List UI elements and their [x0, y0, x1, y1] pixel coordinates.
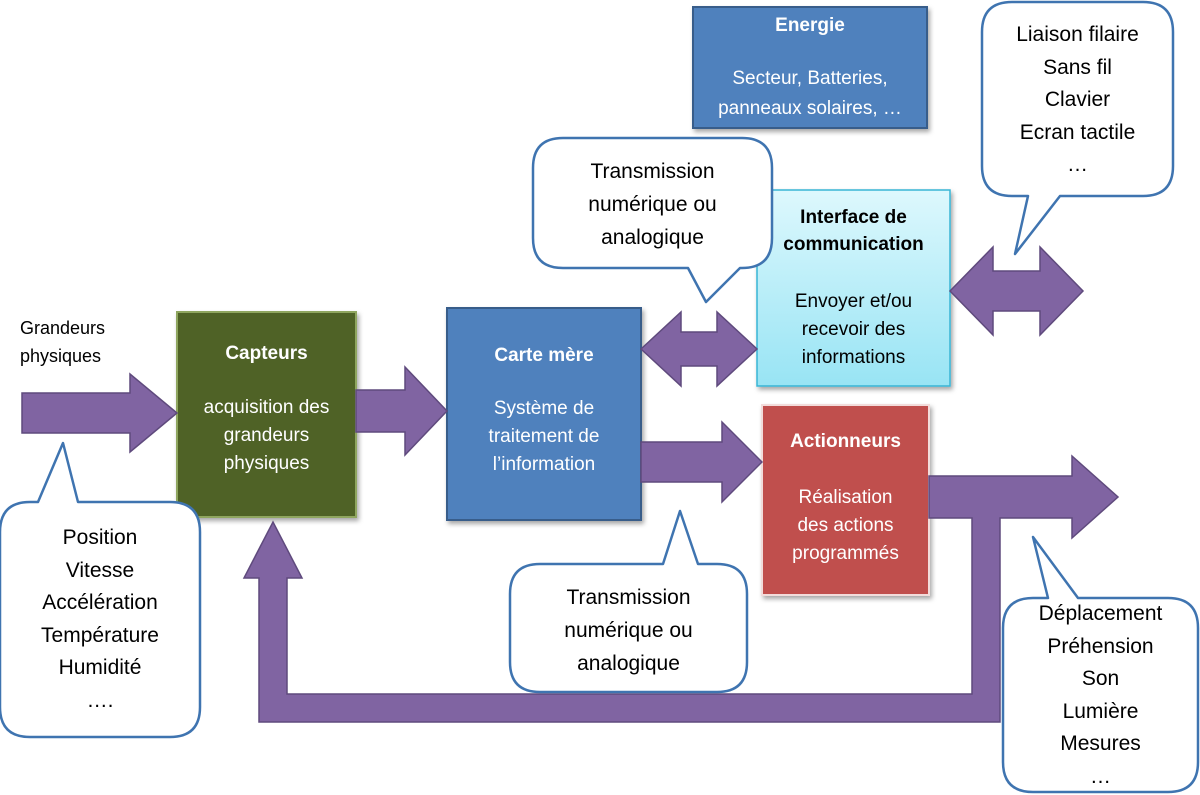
- double-arrow-carte-interface: [639, 310, 759, 388]
- callout-item: …: [1067, 153, 1088, 176]
- callout-item: Température: [41, 623, 159, 647]
- actionneurs-block: [761, 404, 930, 596]
- callout-item: Liaison filaire: [1016, 23, 1139, 46]
- capteurs-block: [176, 311, 357, 518]
- carte-mere-block: [446, 307, 642, 521]
- callout-item: Son: [1081, 667, 1120, 690]
- interface-text: Interface de communication Envoyer et/ou…: [757, 204, 950, 372]
- callout-item: numérique ou: [588, 193, 717, 216]
- input-label: Grandeurs physiques: [20, 318, 106, 366]
- callout-item: Transmission: [566, 586, 691, 609]
- callout-item: ….: [86, 688, 114, 712]
- actions-callout: [1001, 535, 1200, 794]
- transmission-top-text: Transmission numérique ou analogique: [533, 155, 772, 254]
- callout-item: …: [1090, 764, 1111, 788]
- callout-item: Déplacement: [1038, 602, 1163, 625]
- callout-item: Préhension: [1047, 634, 1154, 658]
- callout-item: Sans fil: [1043, 55, 1112, 79]
- callout-item: analogique: [601, 226, 704, 249]
- callout-item: Mesures: [1060, 732, 1141, 755]
- callout-item: Humidité: [58, 656, 142, 679]
- callout-item: Lumière: [1062, 699, 1139, 723]
- callout-item: Accélération: [42, 591, 158, 614]
- energie-block: [692, 6, 928, 129]
- actions-callout-text: Déplacement Préhension Son Lumière Mesur…: [1003, 598, 1198, 793]
- interface-block: [756, 189, 951, 387]
- carte-mere-title: Carte mère: [494, 345, 594, 366]
- energie-title: Energie: [775, 15, 845, 36]
- transmission-top-callout: [531, 136, 774, 304]
- feedback-arrow: [242, 454, 1120, 723]
- input-arrow: [21, 372, 179, 454]
- capteurs-text: Capteurs acquisition des grandeurs physi…: [177, 342, 356, 478]
- callout-item: Position: [62, 526, 138, 549]
- transmission-bottom-callout: [508, 509, 749, 694]
- grandeurs-callout: [0, 441, 202, 739]
- grandeurs-callout-text: Position Vitesse Accélération Températur…: [0, 522, 200, 717]
- transmission-bottom-text: Transmission numérique ou analogique: [510, 581, 747, 680]
- callout-item: numérique ou: [564, 619, 693, 642]
- capteurs-title: Capteurs: [225, 343, 308, 364]
- interface-title-line1: Interface de: [800, 207, 907, 228]
- liaisons-callout-text: Liaison filaire Sans fil Clavier Ecran t…: [982, 19, 1173, 182]
- actionneurs-title: Actionneurs: [790, 431, 901, 452]
- arrow-capteurs-to-carte: [355, 365, 449, 457]
- energie-text: Energie Secteur, Batteries, panneaux sol…: [693, 14, 927, 124]
- arrow-carte-to-actionneurs: [640, 420, 764, 504]
- actionneurs-text: Actionneurs Réalisation des actions prog…: [762, 430, 929, 568]
- callout-item: analogique: [577, 652, 680, 675]
- callout-item: Clavier: [1044, 88, 1111, 111]
- liaisons-callout: [980, 0, 1175, 256]
- callout-item: Ecran tactile: [1019, 120, 1136, 144]
- double-arrow-interface-external: [948, 245, 1085, 337]
- callout-item: Transmission: [590, 160, 715, 183]
- carte-mere-text: Carte mère Système de traitement de l’in…: [447, 344, 641, 479]
- interface-title-line2: communication: [783, 234, 924, 255]
- callout-item: Vitesse: [65, 558, 135, 582]
